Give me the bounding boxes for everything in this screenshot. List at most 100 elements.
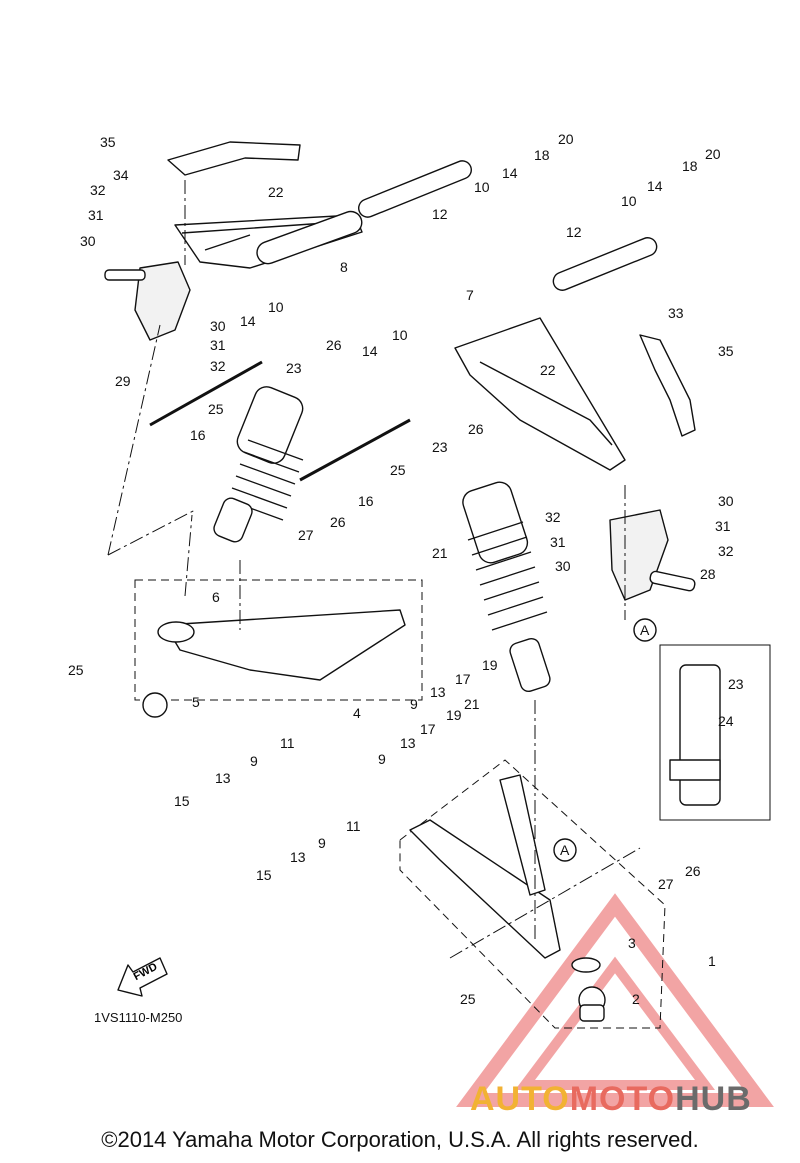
callout-24: 24 (718, 713, 734, 729)
callout-31: 31 (88, 207, 104, 223)
callout-23: 23 (286, 360, 302, 376)
callout-19-2: 19 (446, 707, 462, 723)
knuckle-right-28 (609, 509, 696, 601)
callout-14-3: 14 (647, 178, 663, 194)
bracket-33 (639, 334, 696, 437)
callout-18: 18 (534, 147, 550, 163)
callout-9-4: 9 (318, 835, 326, 851)
watermark-part-2: MOTO (569, 1080, 676, 1118)
callout-22-2: 22 (540, 362, 556, 378)
callout-25-4: 25 (460, 991, 476, 1007)
callout-14-4: 14 (362, 343, 378, 359)
callout-1: 1 (708, 953, 716, 969)
callout-25: 25 (208, 401, 224, 417)
callout-21-2: 21 (464, 696, 480, 712)
watermark-part-3: HUB (675, 1080, 752, 1118)
callout-27: 27 (298, 527, 314, 543)
callout-32-4: 32 (545, 509, 561, 525)
callout-25-2: 25 (390, 462, 406, 478)
shock-absorber-right-23 (462, 481, 551, 693)
callout-23-3: 23 (728, 676, 744, 692)
callout-13: 13 (430, 684, 446, 700)
reference-marker-a-1 (633, 618, 657, 642)
marker-labels: AA (560, 622, 650, 858)
callout-30-2: 30 (210, 318, 226, 334)
reference-marker-label-1: A (640, 622, 650, 638)
callout-13-2: 13 (215, 770, 231, 786)
callout-7: 7 (466, 287, 474, 303)
callout-22: 22 (268, 184, 284, 200)
callout-28: 28 (700, 566, 716, 582)
pivot-shaft-12-left (358, 160, 472, 218)
reference-marker-label-2: A (560, 842, 570, 858)
callout-11-2: 11 (346, 818, 361, 834)
callout-8: 8 (340, 259, 348, 275)
callout-29: 29 (115, 373, 131, 389)
callout-12: 12 (432, 206, 448, 222)
callout-31-3: 31 (715, 518, 731, 534)
watermark-part-1: AUTO (470, 1080, 570, 1118)
callout-9: 9 (410, 696, 418, 712)
callout-6: 6 (212, 589, 220, 605)
watermark-triangle-logo (456, 893, 774, 1107)
circlip-3 (571, 957, 601, 973)
callout-26-3: 26 (330, 514, 346, 530)
pivot-shaft-12-right (552, 237, 658, 291)
callout-10-2: 10 (268, 299, 284, 315)
upper-arm-left (174, 210, 363, 269)
callout-32: 32 (90, 182, 106, 198)
callout-9-2: 9 (250, 753, 258, 769)
callout-10: 10 (474, 179, 490, 195)
callout-15-2: 15 (256, 867, 272, 883)
callout-35: 35 (100, 134, 116, 150)
callout-16: 16 (190, 427, 206, 443)
callout-30-3: 30 (718, 493, 734, 509)
callout-35-2: 35 (718, 343, 734, 359)
callout-13-3: 13 (400, 735, 416, 751)
callout-10-3: 10 (621, 193, 637, 209)
callout-30: 30 (80, 233, 96, 249)
callout-14-2: 14 (240, 313, 256, 329)
shock-label-inset (659, 644, 771, 821)
callout-32-2: 32 (210, 358, 226, 374)
fwd-arrow-icon (117, 957, 168, 997)
callout-34: 34 (113, 167, 129, 183)
callout-4: 4 (353, 705, 361, 721)
callout-25-3: 25 (68, 662, 84, 678)
callout-5: 5 (192, 694, 200, 710)
callout-31-2: 31 (210, 337, 226, 353)
reference-marker-a-2 (553, 838, 577, 862)
callout-21: 21 (432, 545, 448, 561)
callout-15: 15 (174, 793, 190, 809)
lower-arm-left-4 (134, 579, 423, 701)
callout-33: 33 (668, 305, 684, 321)
assembly-lines (107, 180, 641, 959)
callout-12-2: 12 (566, 224, 582, 240)
callout-9-3: 9 (378, 751, 386, 767)
callout-32-3: 32 (718, 543, 734, 559)
callout-26-2: 26 (468, 421, 484, 437)
ball-joint-5 (142, 692, 168, 718)
callout-3: 3 (628, 935, 636, 951)
diagram-code: 1VS1110-M250 (94, 1010, 183, 1025)
callout-17: 17 (455, 671, 471, 687)
callout-26-4: 26 (685, 863, 701, 879)
callout-11: 11 (280, 735, 295, 751)
knuckle-left-29 (104, 261, 191, 341)
callout-17-2: 17 (420, 721, 436, 737)
callout-20: 20 (558, 131, 574, 147)
lower-arm-right-1 (399, 759, 666, 1029)
callout-14: 14 (502, 165, 518, 181)
callout-27-2: 27 (658, 876, 674, 892)
bolt-16-upper (149, 360, 263, 427)
shock-absorber-left-23 (213, 386, 304, 543)
ball-joint-2 (578, 986, 606, 1022)
callout-10-4: 10 (392, 327, 408, 343)
copyright-notice: ©2014 Yamaha Motor Corporation, U.S.A. A… (101, 1127, 699, 1152)
callout-26: 26 (326, 337, 342, 353)
bolt-16-lower (299, 418, 411, 482)
callout-2: 2 (632, 991, 640, 1007)
upper-arm-right-7 (454, 317, 626, 471)
callout-30-4: 30 (555, 558, 571, 574)
